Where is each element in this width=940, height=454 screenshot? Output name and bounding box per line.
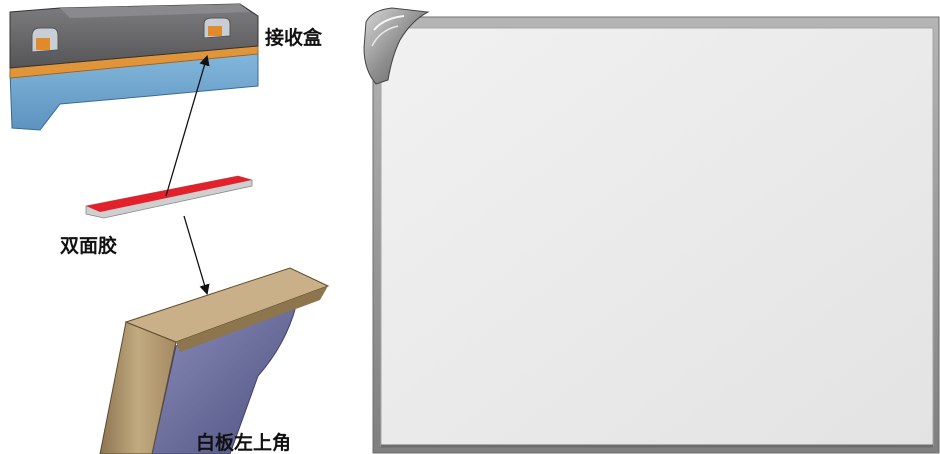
- clip-left-icon: [31, 27, 59, 53]
- whiteboard-surface: [380, 27, 934, 447]
- whiteboard: [363, 7, 940, 454]
- receiver-box-illustration: [9, 3, 259, 131]
- double-sided-tape-label: 双面胶: [60, 234, 117, 257]
- double-sided-tape-illustration: [85, 175, 253, 219]
- receiver-box-label: 接收盒: [265, 26, 323, 49]
- whiteboard-corner-label: 白板左上角: [196, 431, 291, 454]
- clip-right-icon: [203, 17, 231, 39]
- whiteboard-corner-illustration: [99, 267, 330, 454]
- arrow-tape-to-board: [183, 215, 210, 295]
- arrow-tape-to-box: [165, 55, 210, 197]
- receiver-corner-mount-icon: [363, 7, 430, 85]
